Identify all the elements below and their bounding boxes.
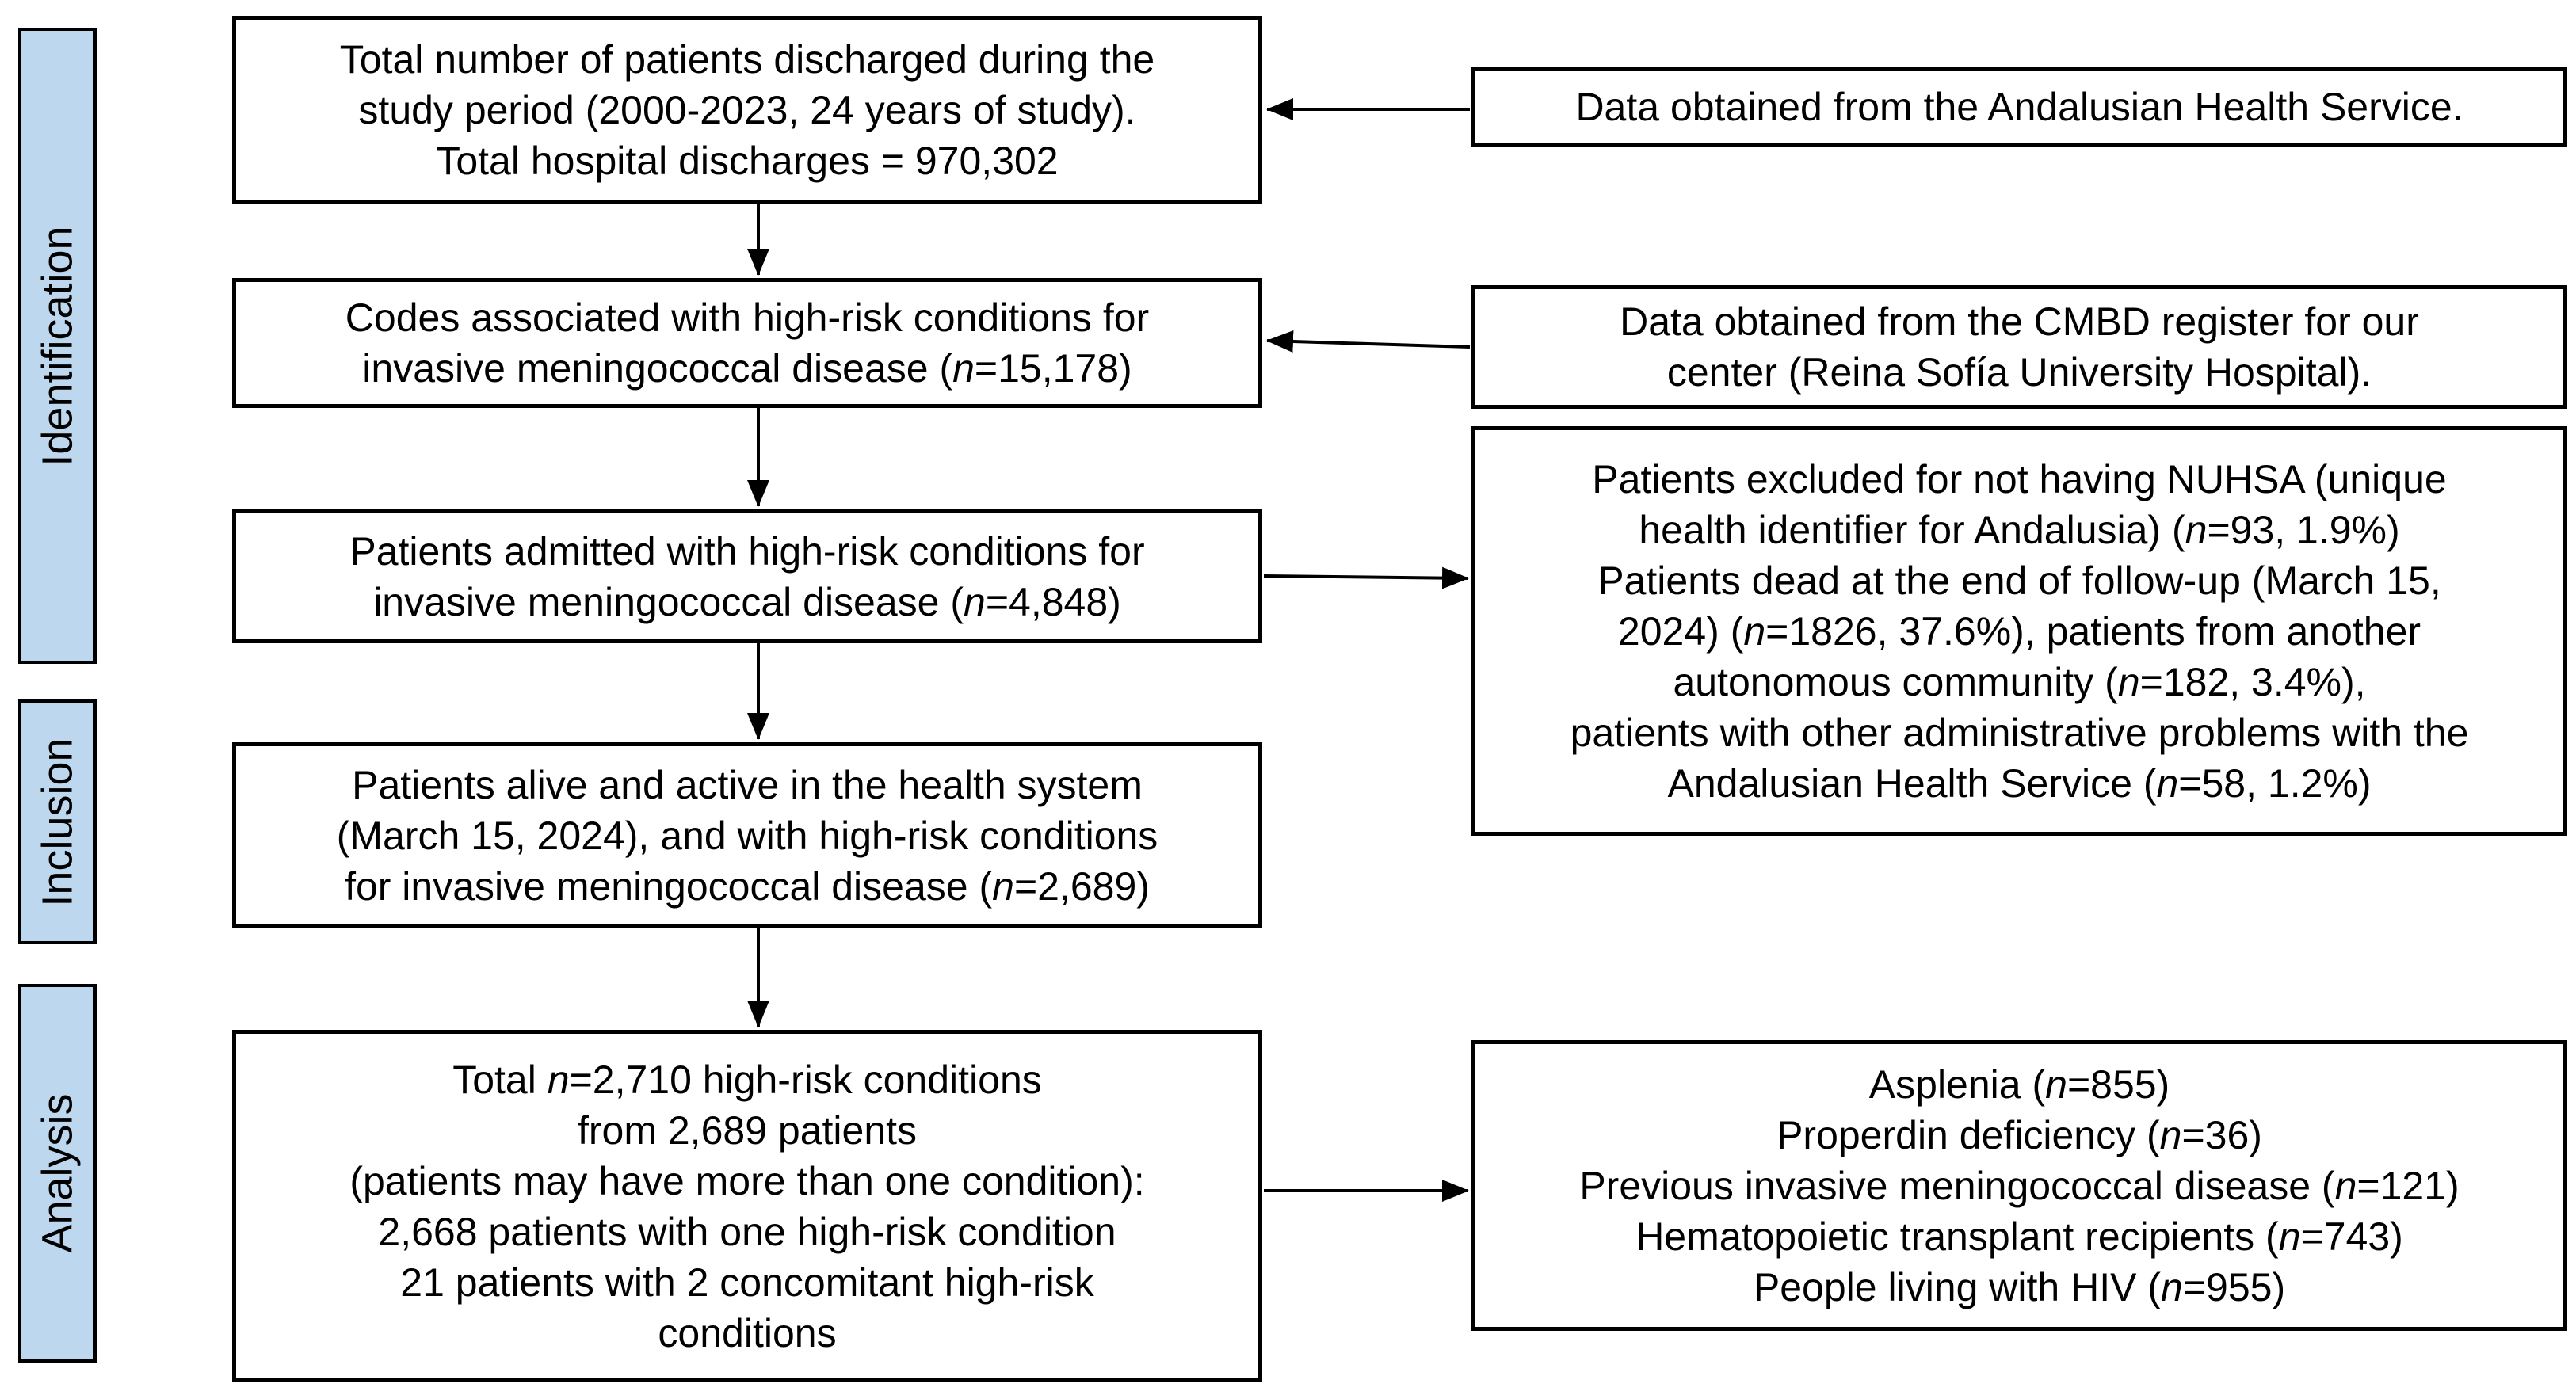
box-line: study period (2000-2023, 24 years of stu… — [358, 87, 1136, 132]
box-line: Hematopoietic transplant recipients (n=7… — [1635, 1214, 2403, 1259]
box-line: (patients may have more than one conditi… — [349, 1158, 1145, 1203]
box-line: Andalusian Health Service (n=58, 1.2%) — [1667, 760, 2372, 806]
flow-box-analysis-totals: Total n=2,710 high-risk conditions from 2… — [232, 1030, 1262, 1382]
box-line: conditions — [658, 1310, 837, 1355]
box-line: from 2,689 patients — [577, 1107, 918, 1153]
box-line: (March 15, 2024), and with high-risk con… — [336, 813, 1158, 858]
box-line: autonomous community (n=182, 3.4%), — [1673, 659, 2366, 704]
stage-label-identification: Identification — [33, 225, 82, 467]
flow-box-patients-alive-active: Patients alive and active in the health … — [232, 742, 1262, 928]
box-line: 21 patients with 2 concomitant high-risk — [400, 1260, 1094, 1305]
box-line: Patients admitted with high-risk conditi… — [349, 528, 1145, 574]
stage-bar-identification: Identification — [18, 28, 97, 664]
box-line: Data obtained from the CMBD register for… — [1620, 299, 2419, 344]
side-box-data-source-shs: Data obtained from the Andalusian Health… — [1471, 67, 2567, 147]
box-line: Total hospital discharges = 970,302 — [436, 138, 1059, 183]
flow-box-codes-high-risk: Codes associated with high-risk conditio… — [232, 278, 1262, 408]
box-line: invasive meningococcal disease (n=4,848) — [373, 579, 1121, 624]
box-line: Total number of patients discharged duri… — [339, 36, 1155, 82]
side-box-conditions-breakdown: Asplenia (n=855) Properdin deficiency (n=… — [1471, 1040, 2567, 1331]
box-line: center (Reina Sofía University Hospital)… — [1666, 350, 2372, 395]
box-line: patients with other administrative probl… — [1570, 710, 2469, 755]
box-line: 2,668 patients with one high-risk condit… — [378, 1209, 1116, 1254]
box-line: for invasive meningococcal disease (n=2,… — [345, 863, 1150, 909]
side-box-exclusions: Patients excluded for not having NUHSA (… — [1471, 426, 2567, 836]
box-line: Patients alive and active in the health … — [352, 762, 1143, 807]
stage-bar-analysis: Analysis — [18, 984, 97, 1363]
flow-box-patients-admitted: Patients admitted with high-risk conditi… — [232, 509, 1262, 643]
box-line: Patients dead at the end of follow-up (M… — [1597, 558, 2441, 603]
box-line: Asplenia (n=855) — [1868, 1062, 2170, 1107]
box-line: health identifier for Andalusia) (n=93, … — [1639, 507, 2400, 552]
box-line: 2024) (n=1826, 37.6%), patients from ano… — [1617, 608, 2421, 654]
box-line: Patients excluded for not having NUHSA (… — [1592, 456, 2447, 501]
arrow-admitted-to-exclusions — [1263, 566, 1469, 589]
box-line: Properdin deficiency (n=36) — [1776, 1112, 2262, 1157]
stage-label-analysis: Analysis — [33, 1093, 82, 1253]
stage-bar-inclusion: Inclusion — [18, 700, 97, 944]
box-line: Data obtained from the Andalusian Health… — [1575, 85, 2463, 129]
side-box-data-source-cmbd: Data obtained from the CMBD register for… — [1471, 285, 2567, 409]
box-line: Total n=2,710 high-risk conditions — [452, 1057, 1042, 1102]
box-line: invasive meningococcal disease (n=15,178… — [362, 346, 1132, 391]
stage-label-inclusion: Inclusion — [33, 737, 82, 907]
box-line: Previous invasive meningococcal disease … — [1579, 1163, 2460, 1208]
box-line: Codes associated with high-risk conditio… — [345, 295, 1150, 340]
box-line: People living with HIV (n=955) — [1753, 1264, 2286, 1309]
flow-box-total-discharges: Total number of patients discharged duri… — [232, 16, 1262, 204]
arrow-cmbd-to-codes — [1266, 330, 1471, 353]
